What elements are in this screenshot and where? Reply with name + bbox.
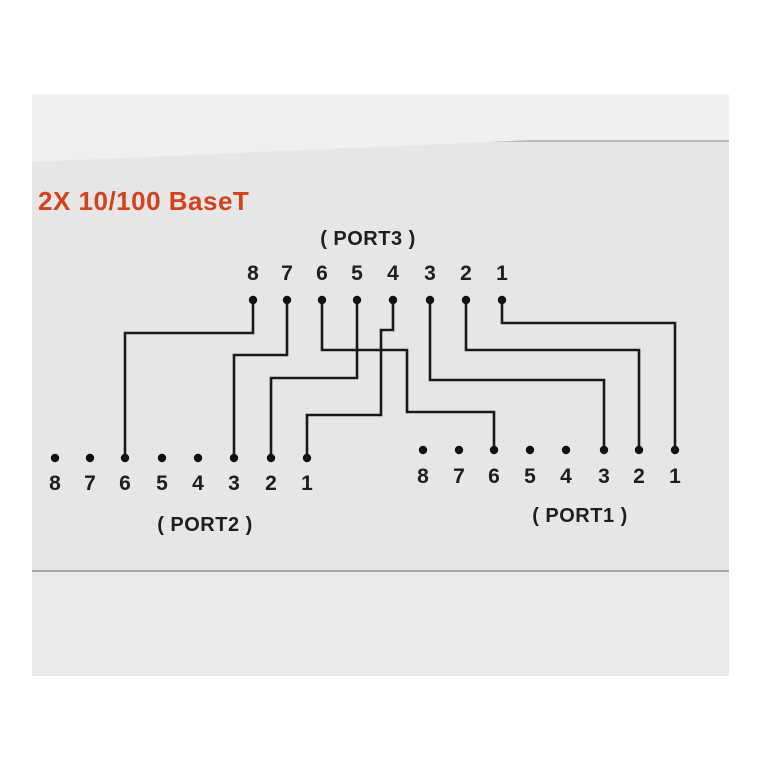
pin-dot-group [50, 295, 680, 463]
port2-pin-4-dot [193, 453, 203, 463]
diagram-title: 2X 10/100 BaseT [38, 186, 250, 216]
port1-pin-3-number: 3 [598, 465, 610, 488]
port3-pin-2-number: 2 [460, 262, 472, 285]
port2-pin-7-number: 7 [84, 472, 96, 495]
port1-pin-3-dot [599, 445, 609, 455]
port2-label: ( PORT2 ) [157, 514, 253, 536]
port2-pin-8-number: 8 [49, 472, 61, 495]
port2-pin-1-dot [302, 453, 312, 463]
wire-port3-pin1-to-port1-pin1 [500, 300, 677, 450]
port2-pin-2-number: 2 [265, 472, 277, 495]
port2-pin-1-number: 1 [301, 472, 313, 495]
port3-label: ( PORT3 ) [320, 228, 416, 250]
wire-group [123, 300, 677, 458]
port1-pin-4-dot [561, 445, 571, 455]
port3-pin-7-dot [282, 295, 292, 305]
port1-pin-7-dot [454, 445, 464, 455]
port1-pin-2-number: 2 [633, 465, 645, 488]
port3-pin-6-number: 6 [316, 262, 328, 285]
port2-pin-6-dot [120, 453, 130, 463]
port1-pin-7-number: 7 [453, 465, 465, 488]
port3-pin-4-number: 4 [387, 262, 399, 285]
port1-pin-6-number: 6 [488, 465, 500, 488]
wire-port3-pin5-to-port2-pin2 [269, 300, 359, 458]
port2-pin-7-dot [85, 453, 95, 463]
port1-pin-4-number: 4 [560, 465, 572, 488]
port1-pin-2-dot [634, 445, 644, 455]
port2-pin-5-dot [157, 453, 167, 463]
port2-pin-8-dot [50, 453, 60, 463]
port1-pin-1-dot [670, 445, 680, 455]
port3-pin-3-number: 3 [424, 262, 436, 285]
wire-port3-pin7-to-port2-pin3 [232, 300, 289, 458]
port1-pin-1-number: 1 [669, 465, 681, 488]
port3-pin-8-dot [248, 295, 258, 305]
wire-port3-pin2-to-port1-pin2 [464, 300, 641, 450]
port2-pin-3-number: 3 [228, 472, 240, 495]
port3-pin-2-dot [461, 295, 471, 305]
port2-pin-4-number: 4 [192, 472, 204, 495]
port3-pin-1-number: 1 [496, 262, 508, 285]
port2-pin-3-dot [229, 453, 239, 463]
port1-pin-8-dot [418, 445, 428, 455]
port3-pin-8-number: 8 [247, 262, 259, 285]
port3-pin-7-number: 7 [281, 262, 293, 285]
port3-pin-3-dot [425, 295, 435, 305]
port3-pin-5-number: 5 [351, 262, 363, 285]
port3-pin-1-dot [497, 295, 507, 305]
port3-pin-5-dot [352, 295, 362, 305]
port2-pin-2-dot [266, 453, 276, 463]
port3-pin-6-dot [317, 295, 327, 305]
port1-label: ( PORT1 ) [532, 505, 628, 527]
port3-pin-4-dot [388, 295, 398, 305]
port1-pin-5-number: 5 [524, 465, 536, 488]
port1-pin-5-dot [525, 445, 535, 455]
port1-pin-6-dot [489, 445, 499, 455]
wire-port3-pin4-to-port2-pin1 [305, 300, 395, 458]
wire-port3-pin6-to-port1-pin6 [320, 300, 496, 450]
wire-port3-pin3-to-port1-pin3 [428, 300, 606, 450]
port2-pin-5-number: 5 [156, 472, 168, 495]
wire-port3-pin8-to-port2-pin6 [123, 300, 255, 458]
port1-pin-8-number: 8 [417, 465, 429, 488]
port2-pin-6-number: 6 [119, 472, 131, 495]
